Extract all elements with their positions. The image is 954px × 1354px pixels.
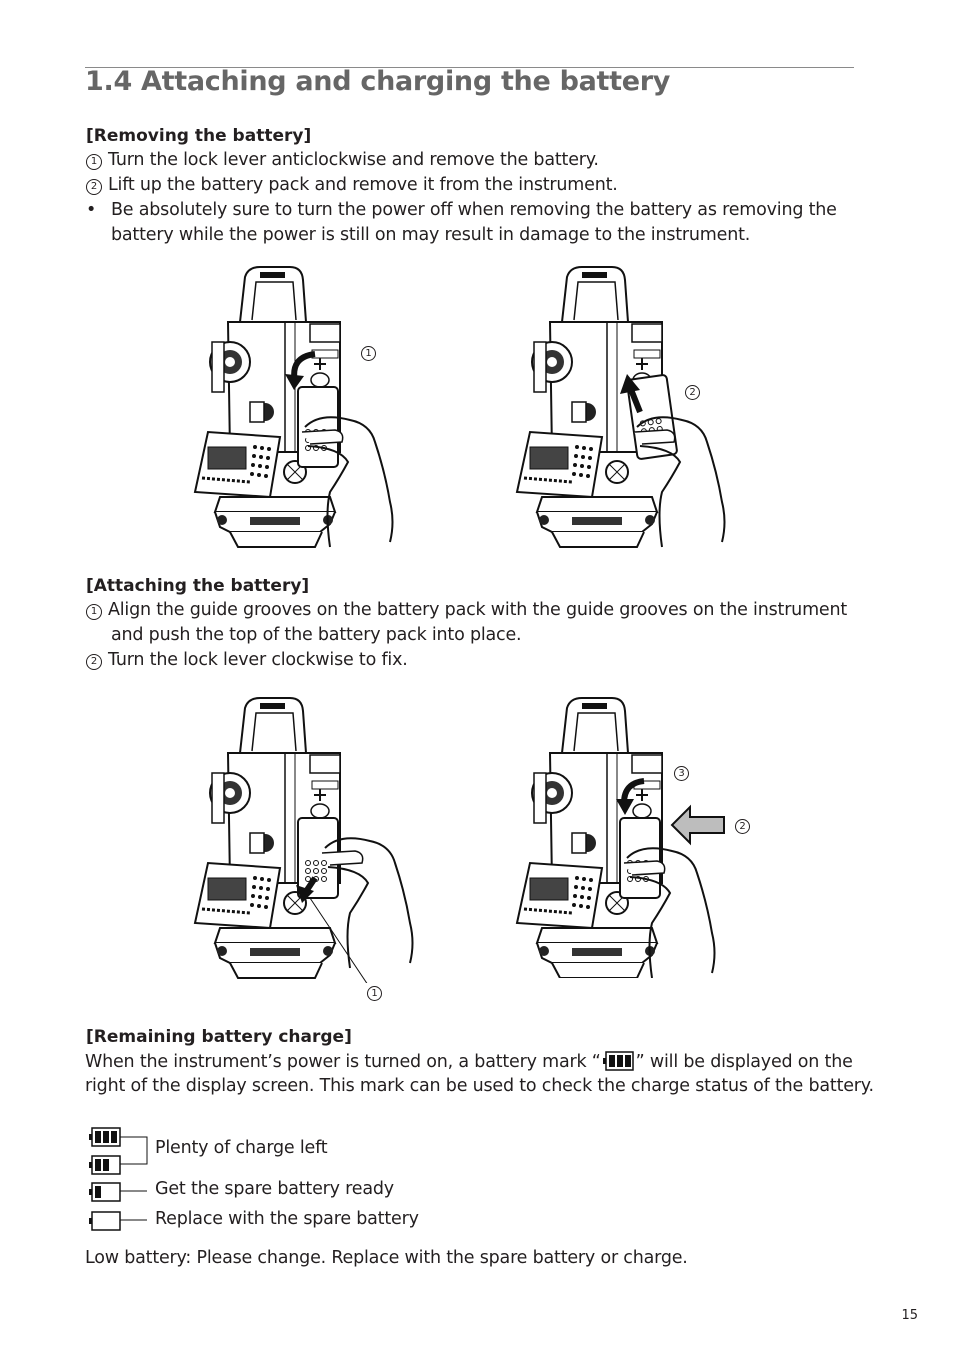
bullet: • [86, 200, 97, 220]
callout-figure-3: 1 [367, 986, 382, 1001]
page-title: 1.4 Attaching and charging the battery [85, 66, 671, 97]
legend-label-empty: Replace with the spare battery [155, 1209, 419, 1229]
attaching-step-2: 2 Turn the lock lever clockwise to fix. [86, 650, 408, 670]
removing-step-1-text: Turn the lock lever anticlockwise and re… [108, 150, 599, 170]
removing-note-line-1: Be absolutely sure to turn the power off… [111, 200, 837, 220]
step-number-1: 1 [86, 154, 102, 170]
step-number-1: 1 [86, 604, 102, 620]
attaching-step-1-text: Align the guide grooves on the battery p… [108, 600, 848, 620]
remaining-para-line-1-b: ” will be displayed on the [635, 1052, 853, 1072]
figure-remove-battery-pack [512, 262, 737, 552]
callout-figure-4-lock: 3 [674, 766, 689, 781]
removing-step-1: 1 Turn the lock lever anticlockwise and r… [86, 150, 599, 170]
callout-figure-2: 2 [685, 385, 700, 400]
figure-attach-battery-pack [190, 693, 425, 983]
remaining-heading: [Remaining battery charge] [86, 1027, 352, 1047]
battery-full-icon [602, 1051, 634, 1071]
attaching-step-2-text: Turn the lock lever clockwise to fix. [108, 650, 408, 670]
page-number: 15 [901, 1308, 918, 1323]
remaining-para-line-1: When the instrument’s power is turned on… [85, 1051, 853, 1072]
battery-legend-empty [89, 1211, 147, 1231]
callout-figure-1: 1 [361, 346, 376, 361]
step-number-2: 2 [86, 654, 102, 670]
remaining-para-line-1-a: When the instrument’s power is turned on… [85, 1052, 601, 1072]
battery-legend-plenty [89, 1127, 148, 1175]
legend-label-low: Get the spare battery ready [155, 1179, 394, 1199]
attaching-heading: [Attaching the battery] [86, 576, 310, 596]
removing-heading: [Removing the battery] [86, 126, 312, 146]
removing-step-2-text: Lift up the battery pack and remove it f… [108, 175, 618, 195]
attaching-step-1: 1 Align the guide grooves on the battery … [86, 600, 847, 620]
removing-step-2: 2 Lift up the battery pack and remove it … [86, 175, 618, 195]
figure-attach-lock-lever [512, 693, 737, 978]
legend-label-plenty: Plenty of charge left [155, 1138, 328, 1158]
figure-remove-lock-lever [190, 262, 405, 552]
remaining-para-line-2: right of the display screen. This mark c… [85, 1076, 874, 1096]
step-number-2: 2 [86, 179, 102, 195]
callout-figure-4-push: 2 [735, 819, 750, 834]
removing-note-line-2: battery while the power is still on may … [111, 225, 751, 245]
title-rule [85, 67, 854, 68]
battery-legend-low [89, 1182, 147, 1202]
attaching-step-1-line-2: and push the top of the battery pack int… [111, 625, 522, 645]
low-battery-message: Low battery: Please change. Replace with… [85, 1248, 688, 1268]
